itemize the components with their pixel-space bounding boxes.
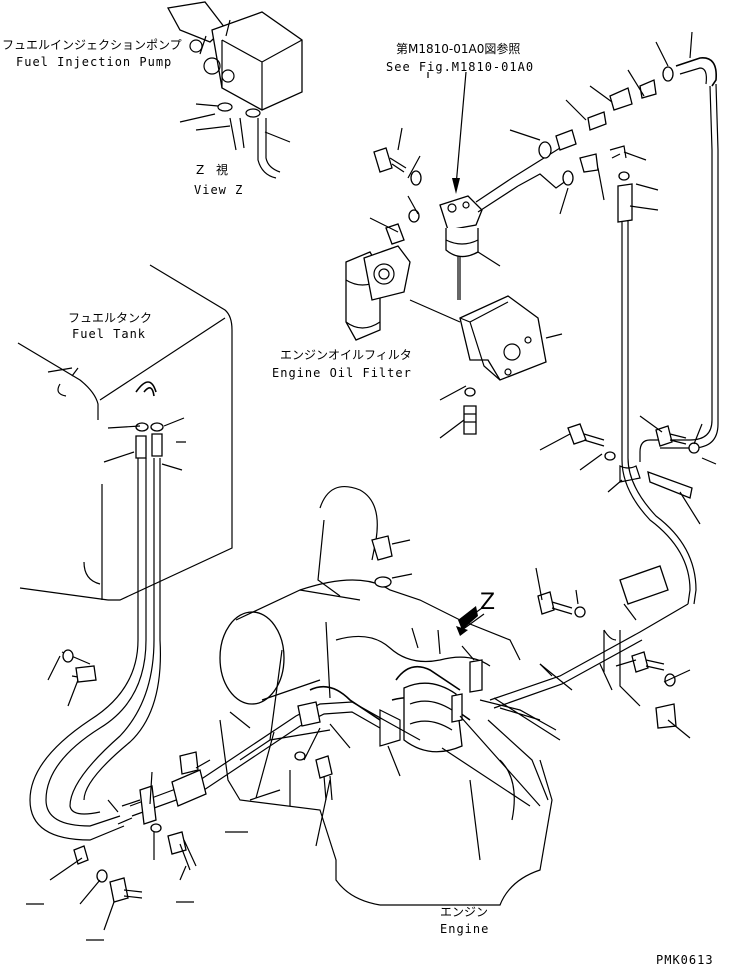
bolts-washers-top (373, 147, 422, 245)
callout-leader-lines (47, 31, 717, 931)
return-line (639, 83, 719, 462)
fuel-tank-label-jp: フュエルタンク (68, 311, 153, 325)
callout-dashes (26, 831, 248, 941)
fuel-line-right (621, 196, 697, 605)
view-z-marker: Z (480, 590, 497, 615)
engine-label-en: Engine (440, 922, 490, 936)
see-fig-pointer (455, 71, 467, 187)
fuel-tank (17, 264, 233, 601)
fuel-injection-pump (166, 1, 303, 179)
see-fig-label-jp: 第M1810-01A0図参照 (396, 42, 521, 56)
fuel-injection-pump-label-jp: フュエルインジェクションポンプ (2, 38, 182, 52)
view-z-arrow (456, 606, 478, 636)
pipe-clamp (619, 565, 669, 605)
engine-fuel-pipe (129, 701, 421, 817)
fuel-filter-assembly (439, 147, 571, 300)
see-fig-label-en: See Fig.M1810-01A0 (386, 60, 535, 74)
fuel-injection-pump-label-en: Fuel Injection Pump (16, 55, 173, 69)
leader-line (179, 113, 216, 123)
fuel-tank-label-en: Fuel Tank (72, 327, 147, 341)
view-z-arrow-hatch (459, 607, 485, 631)
engine-oil-filter (345, 245, 411, 341)
engine-oil-filter-label-en: Engine Oil Filter (272, 366, 412, 380)
see-fig-arrowhead (452, 178, 460, 194)
engine-label-jp: エンジン (440, 905, 489, 919)
pipe-fittings (538, 57, 717, 186)
filter-bracket (409, 295, 547, 435)
return-pipe-lower (489, 603, 689, 709)
bolts-washers-misc (73, 423, 700, 903)
fuel-strainer (171, 769, 207, 807)
engine-oil-filter-label-jp: エンジンオイルフィルタ (280, 348, 412, 362)
view-z-label-en: View Z (194, 183, 244, 197)
drawing-code: PMK0613 (656, 953, 714, 967)
fuel-hose-supply (29, 458, 147, 841)
fuel-hose-return (69, 458, 162, 815)
view-z-label-jp: Z 視 (196, 163, 233, 177)
hose-segment (617, 183, 633, 223)
engine (219, 486, 557, 906)
